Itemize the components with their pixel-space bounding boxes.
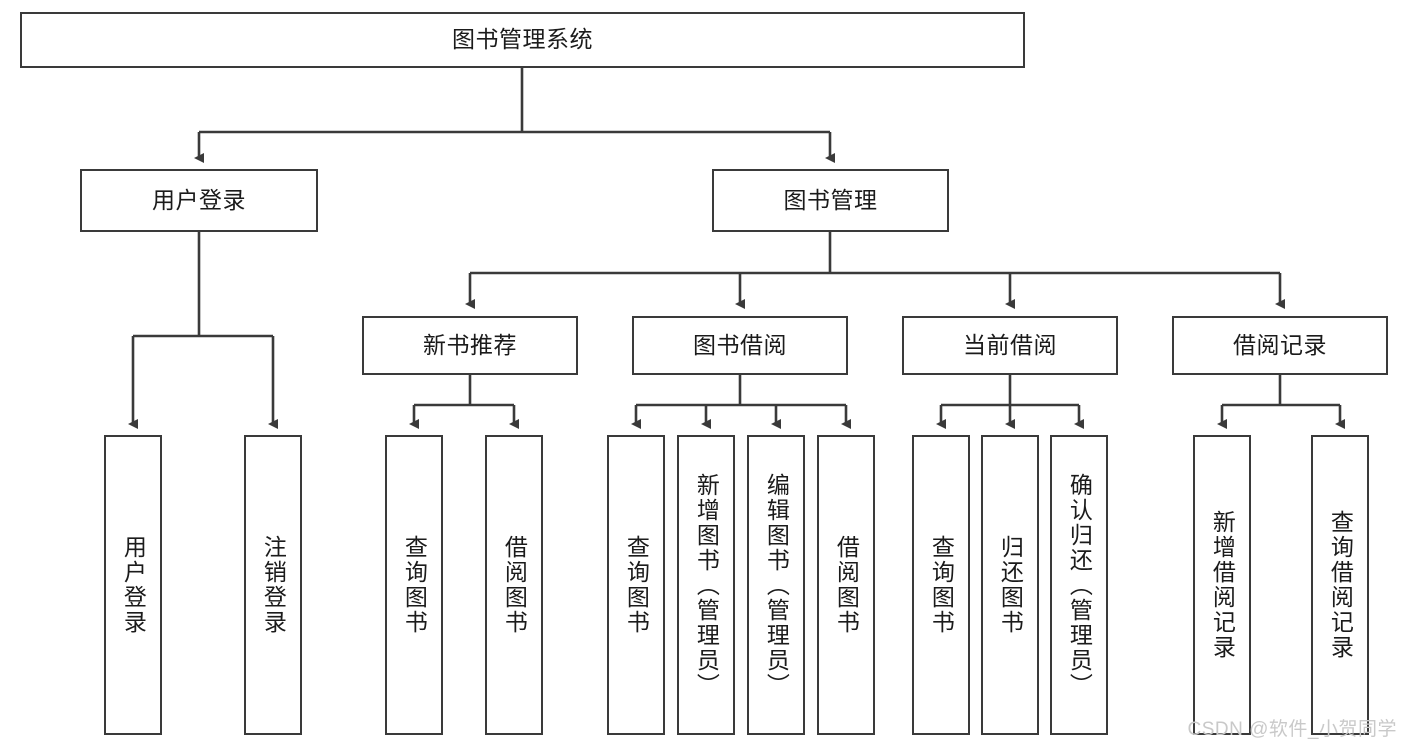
node-label: 查询图书 xyxy=(928,535,955,635)
leaf-borrow-borrow-book[interactable]: 借阅图书 xyxy=(817,435,875,735)
node-label: 图书借阅 xyxy=(693,331,787,358)
leaf-recommend-query-book[interactable]: 查询图书 xyxy=(385,435,443,735)
leaf-user-login-login[interactable]: 用户登录 xyxy=(104,435,162,735)
node-label: 新增借阅记录 xyxy=(1209,510,1236,660)
leaf-borrow-add-book[interactable]: 新增图书（管理员） xyxy=(677,435,735,735)
leaf-borrow-edit-book[interactable]: 编辑图书（管理员） xyxy=(747,435,805,735)
leaf-current-return-book[interactable]: 归还图书 xyxy=(981,435,1039,735)
node-label: 编辑图书（管理员） xyxy=(763,472,790,698)
node-current-borrow[interactable]: 当前借阅 xyxy=(902,316,1118,375)
watermark-text: CSDN @软件_小贺同学 xyxy=(1187,719,1397,740)
node-book-borrow[interactable]: 图书借阅 xyxy=(632,316,848,375)
leaf-borrow-query-book[interactable]: 查询图书 xyxy=(607,435,665,735)
node-label: 借阅图书 xyxy=(501,535,528,635)
node-user-login[interactable]: 用户登录 xyxy=(80,169,318,232)
node-label: 借阅记录 xyxy=(1233,331,1327,358)
node-label: 用户登录 xyxy=(152,186,246,213)
node-label: 图书管理 xyxy=(783,186,878,213)
node-label: 归还图书 xyxy=(997,535,1024,635)
leaf-record-query-record[interactable]: 查询借阅记录 xyxy=(1311,435,1369,735)
node-borrow-record[interactable]: 借阅记录 xyxy=(1172,316,1388,375)
leaf-recommend-borrow-book[interactable]: 借阅图书 xyxy=(485,435,543,735)
node-label: 当前借阅 xyxy=(963,331,1057,358)
node-label: 查询图书 xyxy=(401,535,428,635)
node-label: 注销登录 xyxy=(260,535,287,635)
node-label: 用户登录 xyxy=(120,535,147,635)
node-new-book-recommend[interactable]: 新书推荐 xyxy=(362,316,578,375)
node-label: 查询借阅记录 xyxy=(1327,510,1354,660)
node-label: 借阅图书 xyxy=(833,535,860,635)
node-label: 确认归还（管理员） xyxy=(1066,472,1093,698)
leaf-user-login-logout[interactable]: 注销登录 xyxy=(244,435,302,735)
leaf-record-add-record[interactable]: 新增借阅记录 xyxy=(1193,435,1251,735)
leaf-current-query-book[interactable]: 查询图书 xyxy=(912,435,970,735)
node-book-management[interactable]: 图书管理 xyxy=(712,169,949,232)
leaf-current-confirm-return[interactable]: 确认归还（管理员） xyxy=(1050,435,1108,735)
node-label: 新书推荐 xyxy=(423,331,517,358)
node-label: 新增图书（管理员） xyxy=(693,472,720,698)
node-label: 图书管理系统 xyxy=(452,26,593,53)
node-root-system[interactable]: 图书管理系统 xyxy=(20,12,1025,68)
node-label: 查询图书 xyxy=(623,535,650,635)
